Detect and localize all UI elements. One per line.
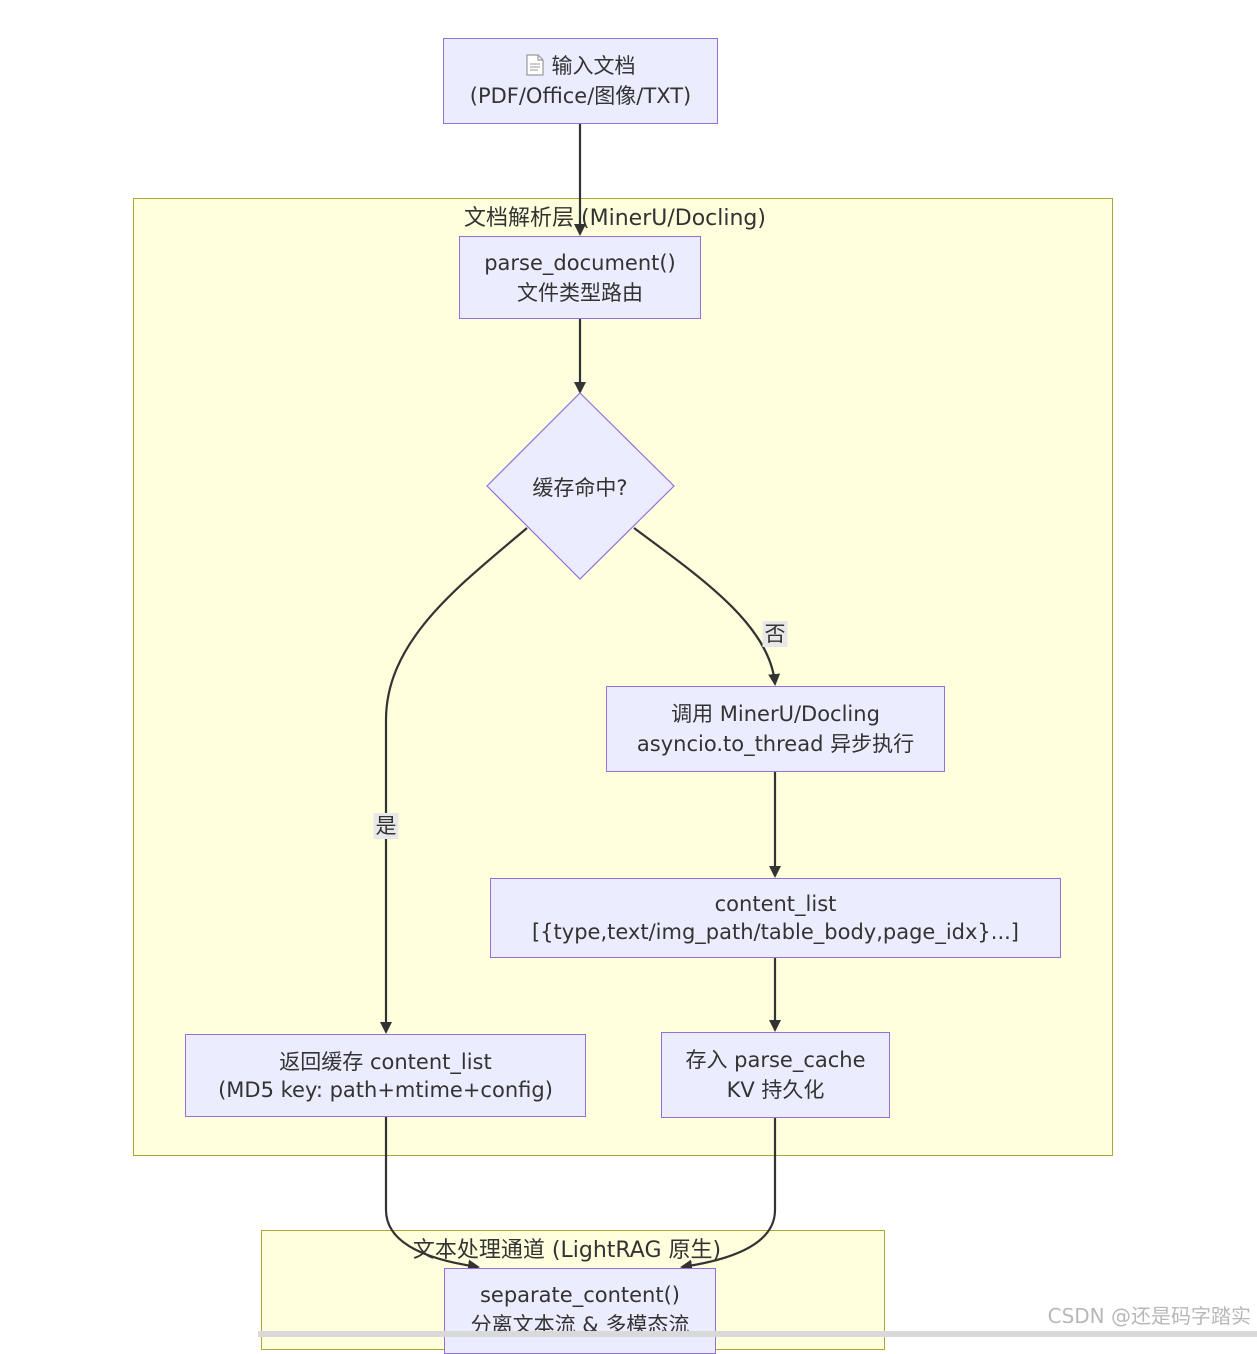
separate-line1: separate_content() [479, 1283, 680, 1307]
call-node-line1: 调用 MinerU/Docling [671, 702, 880, 726]
return-cache-node: 返回缓存 content_list (MD5 key: path+mtime+c… [185, 1034, 586, 1117]
content-list-line2: [{type,text/img_path/table_body,page_idx… [531, 920, 1020, 944]
bottom-scroll-strip [258, 1331, 1257, 1337]
edge-label-no: 否 [762, 621, 788, 647]
store-cache-line1: 存入 parse_cache [685, 1048, 866, 1072]
store-cache-line2: KV 持久化 [726, 1078, 825, 1102]
cache-decision-label: 缓存命中? [532, 476, 628, 500]
cache-decision-diamond [486, 392, 675, 580]
parse-node-line1: parse_document() [484, 250, 676, 275]
call-node-line2: asyncio.to_thread 异步执行 [636, 732, 915, 756]
input-node-subtitle: (PDF/Office/图像/TXT) [469, 84, 692, 108]
edge-store-to-separate [680, 1118, 777, 1272]
edge-label-yes: 是 [373, 813, 399, 839]
content-list-line1: content_list [714, 892, 837, 916]
store-cache-node: 存入 parse_cache KV 持久化 [661, 1032, 890, 1118]
parse-subgraph [133, 198, 1113, 1156]
document-icon [525, 54, 544, 76]
watermark: CSDN @还是码字踏实 [1047, 1304, 1251, 1328]
return-cache-line2: (MD5 key: path+mtime+config) [218, 1077, 553, 1102]
parse-subgraph-title: 文档解析层 (MinerU/Docling) [464, 206, 766, 231]
parse-document-node: parse_document() 文件类型路由 [459, 236, 701, 319]
content-list-node: content_list [{type,text/img_path/table_… [490, 878, 1061, 958]
edge-return-to-separate [384, 1117, 480, 1272]
edge-decision-no [633, 527, 781, 686]
separate-content-node: separate_content() 分离文本流 & 多模态流 [444, 1268, 716, 1354]
return-cache-line1: 返回缓存 content_list [279, 1049, 492, 1074]
parse-node-line2: 文件类型路由 [517, 280, 643, 305]
edge-decision-yes [380, 527, 528, 1034]
text-subgraph-title: 文本处理通道 (LightRAG 原生) [412, 1238, 722, 1263]
input-node-title: 输入文档 [551, 54, 636, 78]
input-node: 输入文档 (PDF/Office/图像/TXT) [443, 38, 718, 124]
call-mineru-node: 调用 MinerU/Docling asyncio.to_thread 异步执行 [606, 686, 945, 772]
